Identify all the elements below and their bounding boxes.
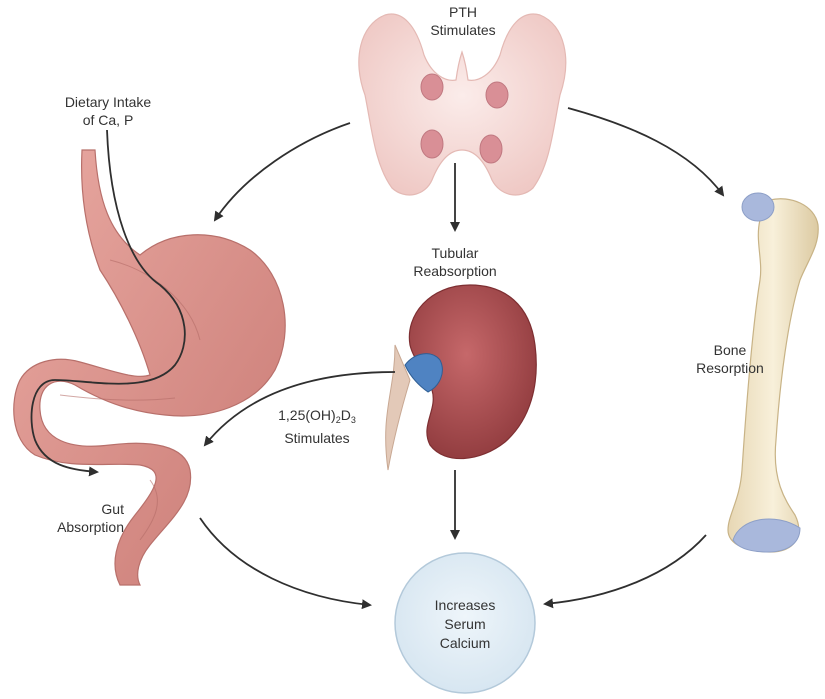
- tubular-label-line1: Tubular: [431, 245, 479, 261]
- gut-absorption-label: Gut Absorption: [28, 500, 124, 536]
- femoral-head-cartilage: [741, 192, 775, 222]
- tubular-label-line2: Reabsorption: [413, 263, 497, 279]
- arrow-kidney-to-gut: [203, 371, 396, 447]
- outcome-line3: Calcium: [439, 635, 491, 651]
- vitamin-d-label-line2: Stimulates: [284, 430, 350, 446]
- pth-stimulates-label: PTH Stimulates: [418, 3, 508, 39]
- pth-label-line2: Stimulates: [430, 22, 496, 38]
- increases-serum-calcium-label: Increases Serum Calcium: [396, 596, 534, 653]
- flow-arrows: [199, 107, 725, 610]
- pth-label-line1: PTH: [449, 4, 477, 20]
- dietary-label-line2: of Ca, P: [82, 112, 134, 128]
- arrow-bone-to-calcium: [543, 534, 707, 609]
- parathyroid-glands: [420, 73, 509, 164]
- arrow-gut-to-calcium: [199, 517, 372, 610]
- vitamin-d-stimulates-label: 1,25(OH)2D3 Stimulates: [262, 406, 372, 447]
- gut-label-line1: Gut: [101, 501, 124, 517]
- outcome-line1: Increases: [434, 597, 496, 613]
- arrow-pth-to-gut: [213, 122, 351, 222]
- dietary-label-line1: Dietary Intake: [64, 94, 152, 110]
- outcome-line2: Serum: [444, 616, 486, 632]
- tubular-reabsorption-label: Tubular Reabsorption: [400, 244, 510, 280]
- gut-label-line2: Absorption: [57, 519, 124, 535]
- vitamin-d-formula: 1,25(OH)2D3: [278, 407, 356, 425]
- arrow-pth-to-bone: [567, 107, 725, 197]
- bone-resorption-label: Bone Resorption: [690, 341, 770, 377]
- bone-label-line1: Bone: [713, 342, 747, 358]
- kidney-illustration: [385, 284, 537, 471]
- dietary-intake-label: Dietary Intake of Ca, P: [50, 93, 166, 129]
- distal-cartilage: [732, 518, 801, 553]
- serum-calcium-circle: [394, 552, 536, 694]
- gastrointestinal-tract-illustration: [13, 149, 286, 586]
- femur-bone-illustration: [727, 192, 819, 553]
- thyroid-gland-illustration: [358, 13, 567, 196]
- bone-label-line2: Resorption: [696, 360, 764, 376]
- food-path-arrow: [30, 129, 186, 477]
